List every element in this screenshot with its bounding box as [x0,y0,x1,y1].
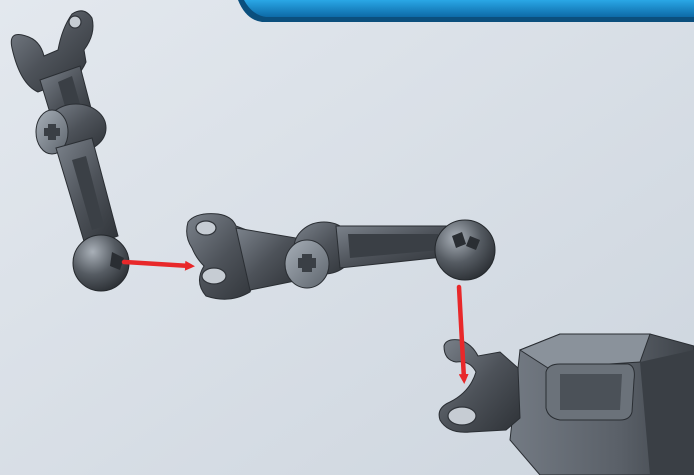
top-banner [238,0,694,22]
